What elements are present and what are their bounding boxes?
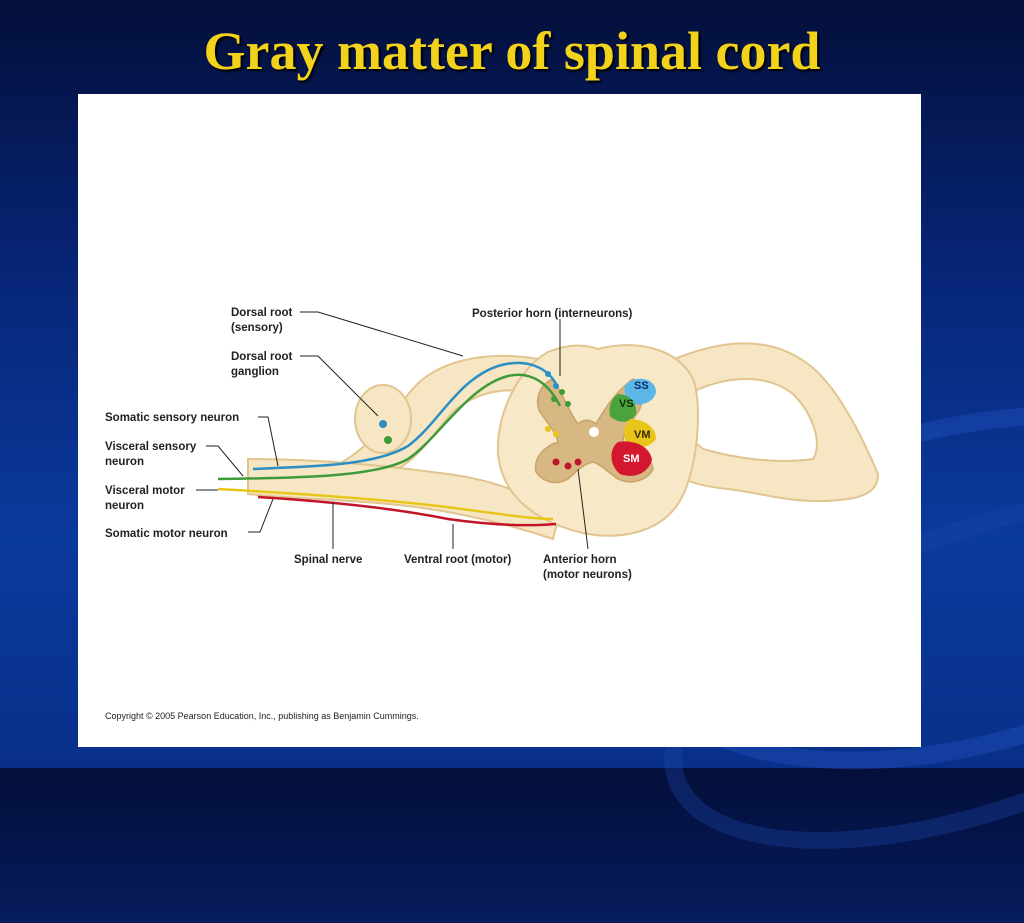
somatic-motor-cell-body [574, 458, 582, 466]
copyright-notice: Copyright © 2005 Pearson Education, Inc.… [105, 711, 419, 721]
spinal-nerve-trunk [247, 457, 560, 541]
interneuron [551, 396, 557, 402]
somatic-motor-cell-body [552, 458, 560, 466]
label-visceral-sensory-neuron-sub: neuron [105, 456, 144, 468]
label-ventral-root: Ventral root (motor) [404, 554, 512, 566]
label-posterior-horn: Posterior horn (interneurons) [472, 308, 633, 320]
interneuron [553, 383, 559, 389]
somatic-sensory-cell-body [379, 420, 387, 428]
zone-sm [611, 441, 652, 476]
interneuron [545, 371, 551, 377]
label-visceral-motor-neuron-sub: neuron [105, 500, 144, 512]
label-dorsal-root-ganglion: Dorsal root [231, 351, 293, 363]
central-canal [589, 427, 599, 437]
label-visceral-sensory-neuron: Visceral sensory [105, 441, 197, 453]
visceral-sensory-cell-body [384, 436, 392, 444]
somatic-motor-cell-body [564, 462, 572, 470]
somatic-motor-fiber [257, 495, 557, 527]
visceral-motor-cell-body [553, 431, 559, 437]
figure-panel: SS VS VM SM [78, 94, 921, 747]
label-dorsal-root-ganglion-sub: ganglion [231, 366, 279, 378]
label-anterior-horn-sub: (motor neurons) [543, 569, 632, 581]
spinal-cord-diagram: SS VS VM SM [105, 307, 880, 721]
visceral-motor-fiber [217, 487, 554, 521]
zone-vm [624, 419, 656, 448]
somatic-sensory-fiber [252, 361, 558, 471]
label-somatic-sensory-neuron: Somatic sensory neuron [105, 412, 239, 424]
zone-label-ss: SS [634, 380, 649, 392]
label-visceral-motor-neuron: Visceral motor [105, 485, 185, 497]
visceral-motor-cell-body [545, 426, 551, 432]
zone-label-sm: SM [623, 453, 640, 465]
leader-lines [196, 311, 589, 550]
interneuron [559, 389, 565, 395]
dorsal-root-ganglion [354, 384, 412, 454]
interneuron [565, 401, 571, 407]
label-somatic-motor-neuron: Somatic motor neuron [105, 528, 228, 540]
label-anterior-horn: Anterior horn [543, 554, 616, 566]
zone-label-vm: VM [634, 429, 651, 441]
slide-title: Gray matter of spinal cord [203, 21, 821, 81]
visceral-sensory-fiber [217, 373, 562, 481]
zone-vs [609, 394, 637, 422]
label-dorsal-root: Dorsal root [231, 307, 293, 319]
zone-label-vs: VS [619, 398, 634, 410]
zone-ss [624, 378, 656, 405]
label-spinal-nerve: Spinal nerve [294, 554, 362, 566]
label-dorsal-root-sub: (sensory) [231, 322, 283, 334]
